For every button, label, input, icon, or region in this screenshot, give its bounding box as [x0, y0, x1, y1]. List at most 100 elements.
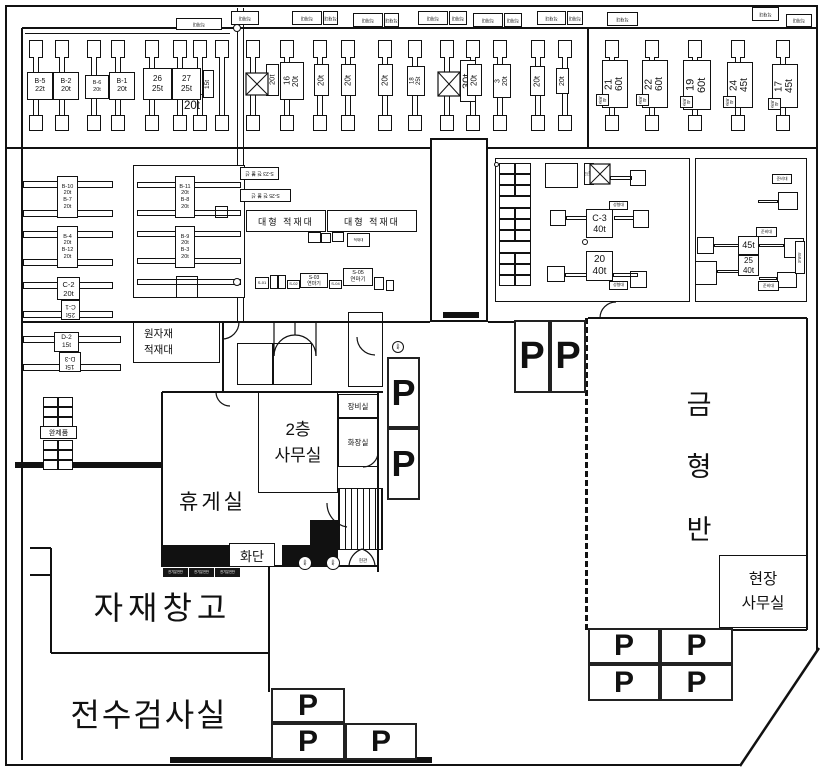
pillar-marker: P	[660, 628, 733, 664]
room-label-rest-room: 휴게실	[179, 491, 246, 514]
press-machine-head	[145, 40, 159, 58]
room-equipment: 장비실	[338, 394, 378, 418]
plan-label: 적재대	[418, 11, 448, 25]
plan-label: 15t	[203, 70, 214, 98]
plan-label: 적재대	[323, 11, 338, 25]
plan-label: 45t	[738, 236, 759, 255]
wall	[22, 27, 818, 29]
plan-label: 20t	[467, 64, 482, 96]
press-machine-head	[440, 40, 454, 58]
storage-rack-grid-cell	[43, 440, 58, 450]
plan-box	[430, 138, 488, 322]
storage-rack-grid-cell	[58, 407, 73, 417]
plan-label: 전기분전반	[189, 568, 214, 577]
plan-label: 적재대	[449, 11, 467, 25]
mold-room-dashed-wall	[585, 318, 588, 630]
pillar-marker: P	[387, 357, 420, 428]
press-machine-head	[29, 40, 43, 58]
plan-label: 준비대	[758, 281, 779, 291]
storage-rack-grid-cell	[515, 163, 531, 174]
plan-box	[717, 270, 739, 273]
plan-label: B-11 20t B-8 20t	[175, 176, 195, 218]
room-flower-bed: 화단	[229, 543, 275, 567]
plan-label: 성형대	[609, 281, 628, 290]
pillar-marker: P	[514, 320, 550, 393]
storage-rack-grid-cell	[499, 264, 515, 275]
plan-label: 적재대	[353, 13, 383, 27]
plan-box	[374, 277, 384, 290]
plan-label: S-04	[329, 280, 342, 289]
storage-rack-grid-cell	[499, 163, 515, 174]
storage-rack-grid-cell	[499, 275, 515, 286]
plan-box	[176, 276, 198, 298]
raw-material-rack-label: 원자재 적재대	[133, 322, 220, 363]
press-machine-base	[605, 115, 619, 131]
pillar-marker: P	[588, 628, 660, 664]
plan-box	[633, 210, 649, 228]
wall	[30, 547, 51, 549]
press-machine-base	[29, 115, 43, 131]
plan-label: 적재대	[537, 11, 566, 25]
press-machine-base	[688, 115, 702, 131]
finished-goods-rack-label: 완제품	[40, 426, 77, 439]
plan-label: S-02	[287, 280, 300, 289]
plan-label: S-05 연마기	[343, 268, 373, 286]
storage-rack-grid-cell	[499, 208, 515, 219]
storage-rack-grid-cell	[499, 253, 515, 264]
plan-label	[321, 233, 331, 243]
wall	[25, 32, 230, 34]
press-machine-head	[341, 40, 355, 58]
press-machine-base	[408, 115, 422, 131]
plan-label: 16 20t	[280, 62, 304, 100]
plan-label: 준비대	[680, 96, 693, 108]
wall	[51, 652, 270, 654]
storage-rack-grid-cell	[515, 219, 531, 230]
wall	[806, 318, 808, 630]
room-site-office: 현장 사무실	[719, 555, 807, 628]
plan-box	[566, 216, 588, 220]
plan-label: 적재대	[786, 14, 812, 27]
plan-box	[630, 170, 646, 186]
plan-label: 준비대	[723, 96, 736, 108]
plan-label: D-2 15t	[54, 332, 79, 352]
press-machine-head	[688, 40, 702, 58]
press-machine-base	[313, 115, 327, 131]
wall	[30, 574, 51, 576]
plan-box	[348, 312, 383, 387]
plan-box	[215, 206, 228, 218]
press-machine-head	[246, 40, 260, 58]
wall	[50, 548, 52, 653]
fire-extinguisher-marker: 소 화	[392, 341, 404, 353]
press-machine-base	[776, 115, 790, 131]
storage-rack-grid-cell	[58, 440, 73, 450]
storage-rack-grid-cell	[515, 208, 531, 219]
press-machine-head	[193, 40, 207, 58]
press-machine-base	[341, 115, 355, 131]
press-machine-head	[280, 40, 294, 58]
plan-label: 20t	[314, 64, 329, 96]
plan-label: 전기분전반	[163, 568, 188, 577]
press-machine-base	[111, 115, 125, 131]
press-machine-base	[493, 115, 507, 131]
fire-extinguisher-marker: 소 화	[326, 556, 340, 570]
press-machine-base	[531, 115, 545, 131]
fire-extinguisher-marker: 소 화	[298, 556, 312, 570]
wall	[222, 322, 224, 392]
press-machine-head	[313, 40, 327, 58]
room-material-warehouse: 자재창고	[93, 590, 232, 626]
plan-label	[332, 232, 344, 242]
plan-label: S-01	[255, 277, 269, 289]
storage-rack-grid-cell	[515, 174, 531, 185]
storage-rack-grid-cell	[58, 450, 73, 460]
plan-box	[499, 196, 531, 208]
plan-box	[545, 163, 578, 188]
plan-label	[308, 232, 321, 243]
plan-label: 26 25t	[143, 68, 172, 100]
pillar-marker: P	[271, 688, 345, 723]
press-machine-base	[731, 115, 745, 131]
storage-rack-grid-cell	[43, 450, 58, 460]
plan-box	[565, 273, 587, 277]
plan-label: B-9 20t B-3 20t	[175, 226, 195, 268]
pillar-marker: P	[387, 428, 420, 500]
